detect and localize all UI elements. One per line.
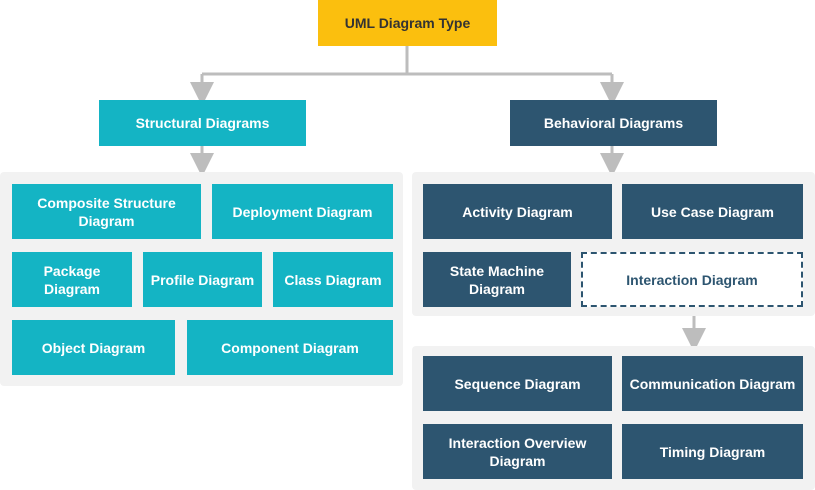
activity-diagram-node: Activity Diagram [423,184,612,239]
package-diagram-node: Package Diagram [12,252,132,307]
object-diagram-node: Object Diagram [12,320,175,375]
class-diagram-node: Class Diagram [273,252,393,307]
root-connector [202,46,612,76]
deployment-diagram-node: Deployment Diagram [212,184,393,239]
profile-diagram-node: Profile Diagram [143,252,262,307]
interaction-overview-diagram-node: Interaction Overview Diagram [423,424,612,479]
interaction-diagram-node: Interaction Diagram [581,252,803,307]
component-diagram-node: Component Diagram [187,320,393,375]
root-node: UML Diagram Type [318,0,497,46]
timing-diagram-node: Timing Diagram [622,424,803,479]
behavioral-diagrams-node: Behavioral Diagrams [510,100,717,146]
structural-diagrams-node: Structural Diagrams [99,100,306,146]
composite-structure-diagram-node: Composite Structure Diagram [12,184,201,239]
use-case-diagram-node: Use Case Diagram [622,184,803,239]
sequence-diagram-node: Sequence Diagram [423,356,612,411]
state-machine-diagram-node: State Machine Diagram [423,252,571,307]
communication-diagram-node: Communication Diagram [622,356,803,411]
